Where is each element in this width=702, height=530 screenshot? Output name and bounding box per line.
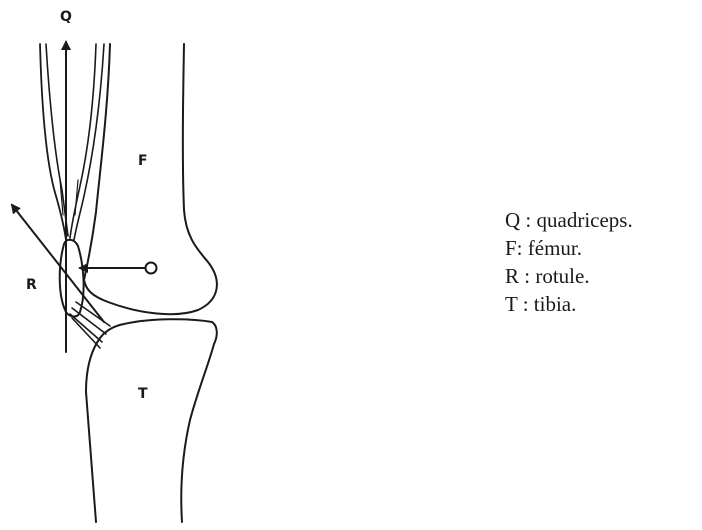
label-f: F [138, 153, 148, 169]
legend-item-rotule: R : rotule. [505, 262, 633, 290]
legend-item-quadriceps: Q : quadriceps. [505, 206, 633, 234]
legend-item-femur: F: fémur. [505, 234, 633, 262]
rotation-center-point [146, 263, 157, 274]
quadriceps-tendon-line [70, 44, 96, 238]
legend: Q : quadriceps. F: fémur. R : rotule. T … [505, 206, 633, 318]
quadriceps-tendon-line [74, 44, 104, 240]
resultant-force-arrow [12, 205, 104, 322]
legend-item-tibia: T : tibia. [505, 290, 633, 318]
tibia-outline [86, 319, 217, 522]
label-t: T [138, 386, 148, 402]
quadriceps-tendon-line [46, 44, 68, 236]
label-r: R [26, 277, 37, 293]
label-q: Q [60, 9, 72, 25]
femur-posterior-line [84, 44, 110, 280]
